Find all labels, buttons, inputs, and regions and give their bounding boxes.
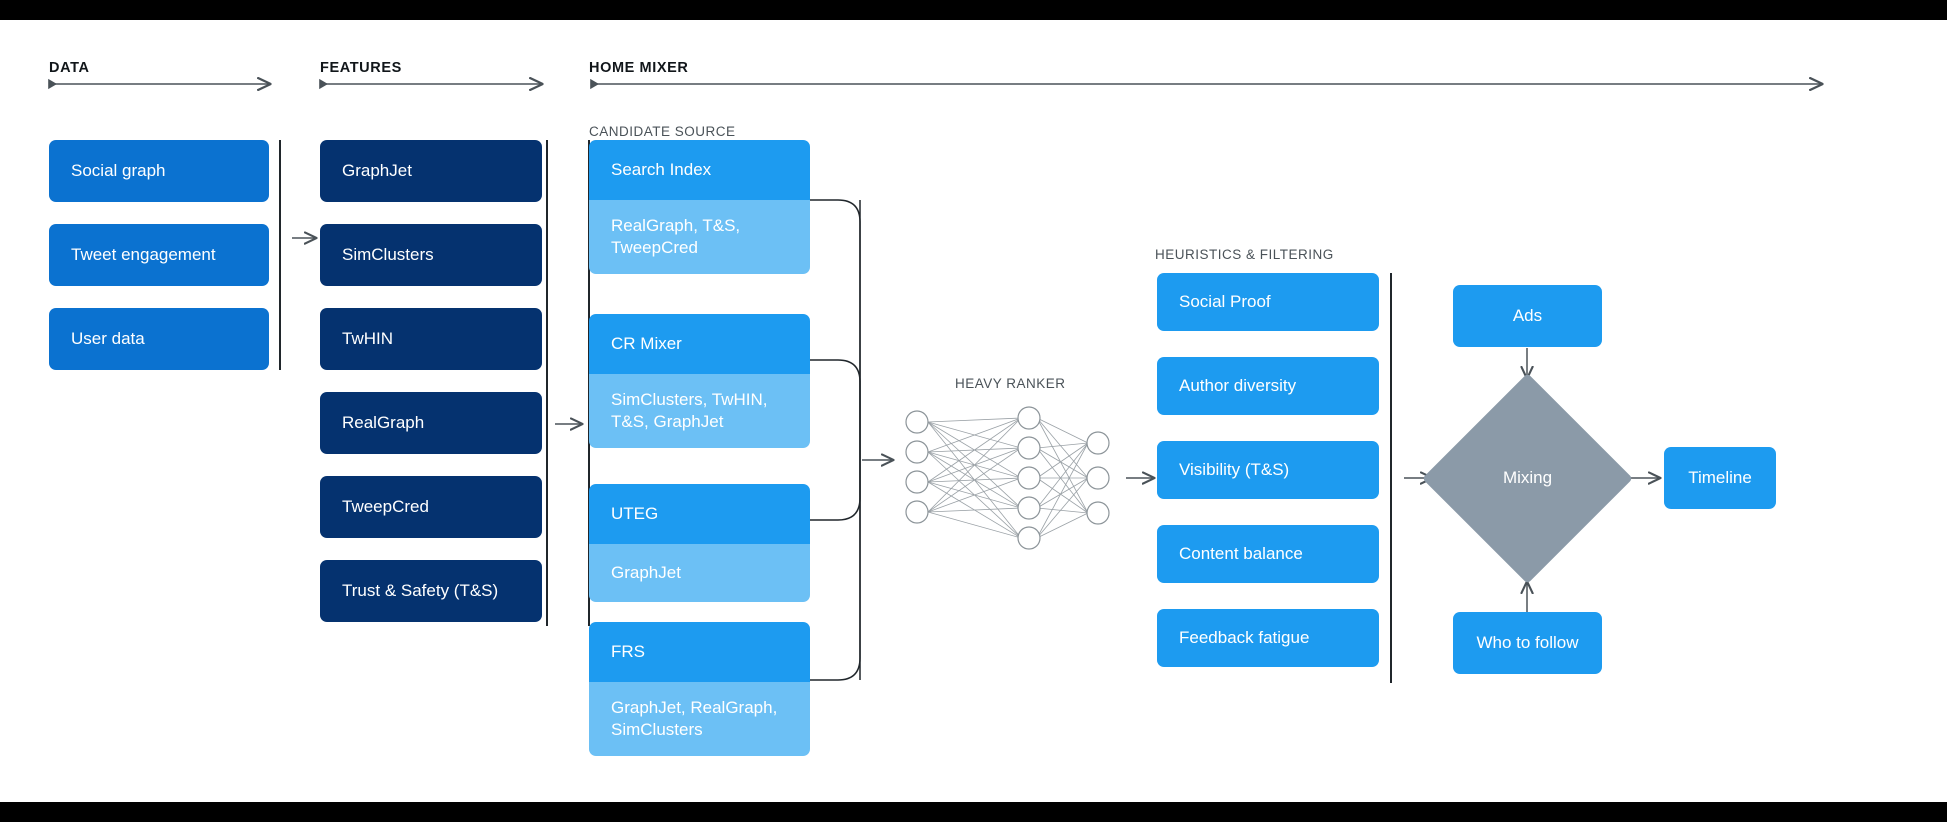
heavy-ranker-network	[905, 406, 1110, 550]
candidate-source-head-frs[interactable]: FRS	[589, 622, 810, 682]
feature-box-realgraph[interactable]: RealGraph	[320, 392, 542, 454]
candidate-source-body-frs: GraphJet, RealGraph, SimClusters	[589, 682, 810, 756]
feature-box-simclusters[interactable]: SimClusters	[320, 224, 542, 286]
candidate-source-head-label: Search Index	[611, 159, 712, 179]
divider-home-mixer-start	[588, 140, 590, 626]
heuristic-box-content-balance[interactable]: Content balance	[1157, 525, 1379, 583]
feature-box-label: RealGraph	[342, 412, 425, 432]
candidate-source-body-cr-mixer: SimClusters, TwHIN, T&S, GraphJet	[589, 374, 810, 448]
output-box-who-to-follow[interactable]: Who to follow	[1453, 612, 1602, 674]
feature-box-twhin[interactable]: TwHIN	[320, 308, 542, 370]
section-title-home-mixer: HOME MIXER	[589, 60, 689, 76]
feature-box-tweepcred[interactable]: TweepCred	[320, 476, 542, 538]
divider-heuristics-column	[1390, 273, 1392, 683]
section-title-heavy-ranker: HEAVY RANKER	[955, 376, 1066, 391]
section-title-candidate-source: CANDIDATE SOURCE	[589, 124, 736, 139]
candidate-source-body-label: GraphJet, RealGraph, SimClusters	[611, 697, 778, 739]
output-box-label: Ads	[1512, 305, 1543, 325]
feature-box-label: Trust & Safety (T&S)	[342, 580, 499, 600]
feature-box-label: TwHIN	[342, 328, 393, 348]
diagram-canvas: DATA FEATURES HOME MIXER CANDIDATE SOURC…	[0, 20, 1947, 802]
brace-connector-candidates	[810, 199, 861, 681]
nn-edges	[927, 417, 1089, 539]
candidate-source-head-search-index[interactable]: Search Index	[589, 140, 810, 200]
data-box-tweet-engagement[interactable]: Tweet engagement	[49, 224, 269, 286]
divider-features-column	[546, 140, 548, 626]
output-box-ads[interactable]: Ads	[1453, 285, 1602, 347]
candidate-source-head-cr-mixer[interactable]: CR Mixer	[589, 314, 810, 374]
section-title-features: FEATURES	[320, 60, 402, 76]
data-box-label: Tweet engagement	[71, 244, 216, 264]
feature-box-graphjet[interactable]: GraphJet	[320, 140, 542, 202]
candidate-source-body-uteg: GraphJet	[589, 544, 810, 602]
output-box-timeline[interactable]: Timeline	[1664, 447, 1776, 509]
diagram-connectors-layer	[0, 20, 1947, 681]
output-box-label: Who to follow	[1476, 632, 1579, 652]
candidate-source-head-label: CR Mixer	[611, 333, 682, 353]
heuristic-box-social-proof[interactable]: Social Proof	[1157, 273, 1379, 331]
candidate-source-body-search-index: RealGraph, T&S, TweepCred	[589, 200, 810, 274]
candidate-source-body-label: GraphJet	[611, 562, 681, 582]
section-title-heuristics: HEURISTICS & FILTERING	[1155, 247, 1334, 262]
candidate-source-head-label: FRS	[611, 641, 645, 661]
divider-data-column	[279, 140, 281, 370]
heuristic-box-label: Content balance	[1179, 543, 1303, 563]
data-box-social-graph[interactable]: Social graph	[49, 140, 269, 202]
feature-box-label: GraphJet	[342, 160, 412, 180]
heuristic-box-label: Social Proof	[1179, 291, 1271, 311]
heuristic-box-visibility[interactable]: Visibility (T&S)	[1157, 441, 1379, 499]
candidate-source-body-label: SimClusters, TwHIN, T&S, GraphJet	[611, 389, 768, 431]
data-box-label: Social graph	[71, 160, 166, 180]
candidate-source-head-uteg[interactable]: UTEG	[589, 484, 810, 544]
heuristic-box-label: Author diversity	[1179, 375, 1297, 395]
heuristic-box-feedback-fatigue[interactable]: Feedback fatigue	[1157, 609, 1379, 667]
mixing-diamond-label: Mixing	[1502, 468, 1553, 487]
data-box-label: User data	[71, 328, 145, 348]
output-box-label: Timeline	[1688, 467, 1752, 487]
feature-box-trust-safety[interactable]: Trust & Safety (T&S)	[320, 560, 542, 622]
heuristic-box-author-diversity[interactable]: Author diversity	[1157, 357, 1379, 415]
feature-box-label: TweepCred	[342, 496, 429, 516]
heuristic-box-label: Feedback fatigue	[1179, 627, 1310, 647]
section-title-data: DATA	[49, 60, 90, 76]
candidate-source-head-label: UTEG	[611, 503, 659, 523]
data-box-user-data[interactable]: User data	[49, 308, 269, 370]
candidate-source-body-label: RealGraph, T&S, TweepCred	[611, 215, 741, 257]
heuristic-box-label: Visibility (T&S)	[1179, 459, 1290, 479]
nn-nodes	[905, 406, 1110, 550]
feature-box-label: SimClusters	[342, 244, 434, 264]
